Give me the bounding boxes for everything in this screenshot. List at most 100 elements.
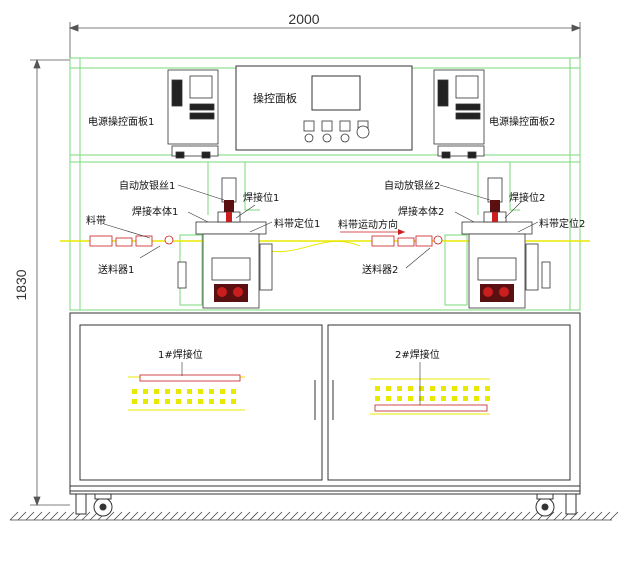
weld-pad	[176, 389, 181, 394]
hatch-stroke	[353, 511, 363, 521]
hatch-stroke	[137, 511, 147, 521]
hatch-stroke	[441, 511, 451, 521]
weld-pad	[386, 386, 391, 391]
weld-pad	[165, 399, 170, 404]
hatch-stroke	[361, 511, 371, 521]
control-panel-screen	[311, 75, 361, 111]
hatch-stroke	[457, 511, 467, 521]
hatch-stroke	[153, 511, 163, 521]
weld-pad	[375, 386, 380, 391]
weld-pad	[143, 399, 148, 404]
weld-pad	[419, 386, 424, 391]
weld-pad	[375, 396, 380, 401]
weld-pad	[187, 399, 192, 404]
leader-cabinet	[181, 362, 421, 405]
weld-pad	[132, 399, 137, 404]
weld-pad	[430, 396, 435, 401]
hatch-stroke	[329, 511, 339, 521]
hatch-stroke	[57, 511, 67, 521]
weld-pad	[419, 396, 424, 401]
hatch-stroke	[585, 511, 595, 521]
lower-cabinet	[69, 312, 581, 495]
weld-pad	[463, 386, 468, 391]
control-panel-title: 操控面板	[253, 91, 297, 105]
weld-pad	[408, 386, 413, 391]
hatch-stroke	[193, 511, 203, 521]
weld-pad	[132, 389, 137, 394]
hatch-stroke	[449, 511, 459, 521]
label-weld-body-1: 焊接本体1	[132, 205, 178, 218]
hatch-stroke	[377, 511, 387, 521]
hatch-stroke	[345, 511, 355, 521]
width-dimension	[68, 22, 582, 60]
hatch-stroke	[169, 511, 179, 521]
power-panel-right	[433, 69, 485, 159]
feeder-left	[89, 235, 174, 247]
weld-pad	[485, 386, 490, 391]
hatch-stroke	[209, 511, 219, 521]
hatch-stroke	[233, 511, 243, 521]
height-dimension	[30, 58, 70, 507]
leader-lines	[103, 184, 539, 269]
label-strip-direction: 料带运动方向	[338, 218, 398, 231]
hatch-stroke	[201, 511, 211, 521]
weld-pad	[143, 389, 148, 394]
green-wiring	[179, 162, 520, 306]
hatch-stroke	[481, 511, 491, 521]
hatch-stroke	[297, 511, 307, 521]
hatch-stroke	[17, 511, 27, 521]
weld-pad	[452, 386, 457, 391]
hatch-stroke	[129, 511, 139, 521]
hatch-stroke	[185, 511, 195, 521]
hatch-stroke	[241, 511, 251, 521]
hatch-stroke	[425, 511, 435, 521]
label-auto-pay-1: 自动放银丝1	[119, 179, 175, 192]
hatch-stroke	[601, 511, 611, 521]
hatch-stroke	[593, 511, 603, 521]
weld-pad	[474, 386, 479, 391]
weld-pad	[165, 389, 170, 394]
hatch-stroke	[521, 511, 531, 521]
weld-pad	[154, 399, 159, 404]
control-panel	[235, 65, 413, 151]
hatch-stroke	[577, 511, 587, 521]
hatch-stroke	[25, 511, 35, 521]
weld-pad	[386, 396, 391, 401]
hatch-stroke	[465, 511, 475, 521]
weld-pad	[231, 399, 236, 404]
hatch-stroke	[121, 511, 131, 521]
weld-pad	[231, 389, 236, 394]
weld-pad	[198, 389, 203, 394]
cabinet-weld-pos-1: 1#焊接位	[158, 348, 203, 361]
label-weld-pos-2: 焊接位2	[509, 191, 545, 204]
hatch-stroke	[433, 511, 443, 521]
hatch-stroke	[65, 511, 75, 521]
power-panel-right-label: 电源操控面板2	[489, 115, 555, 128]
hatch-stroke	[113, 511, 123, 521]
weld-pad	[430, 386, 435, 391]
hatch-stroke	[393, 511, 403, 521]
hatch-stroke	[249, 511, 259, 521]
hatch-stroke	[273, 511, 283, 521]
hatch-stroke	[225, 511, 235, 521]
hatch-stroke	[545, 511, 555, 521]
label-auto-pay-2: 自动放银丝2	[384, 179, 440, 192]
label-material-strip: 料带	[86, 214, 106, 227]
hatch-stroke	[265, 511, 275, 521]
hatch-stroke	[513, 511, 523, 521]
weld-pad	[397, 386, 402, 391]
weld-pad	[463, 396, 468, 401]
weld-pad	[441, 386, 446, 391]
height-dimension-label: 1830	[13, 269, 29, 300]
hatch-stroke	[105, 511, 115, 521]
weld-pad	[408, 396, 413, 401]
hatch-stroke	[337, 511, 347, 521]
hatch-stroke	[289, 511, 299, 521]
label-feeder-1: 送料器1	[98, 263, 134, 276]
label-strip-locate-2: 料带定位2	[539, 217, 585, 230]
hatch-stroke	[409, 511, 419, 521]
weld-pad	[397, 396, 402, 401]
weld-pad	[176, 399, 181, 404]
weld-pad	[441, 396, 446, 401]
